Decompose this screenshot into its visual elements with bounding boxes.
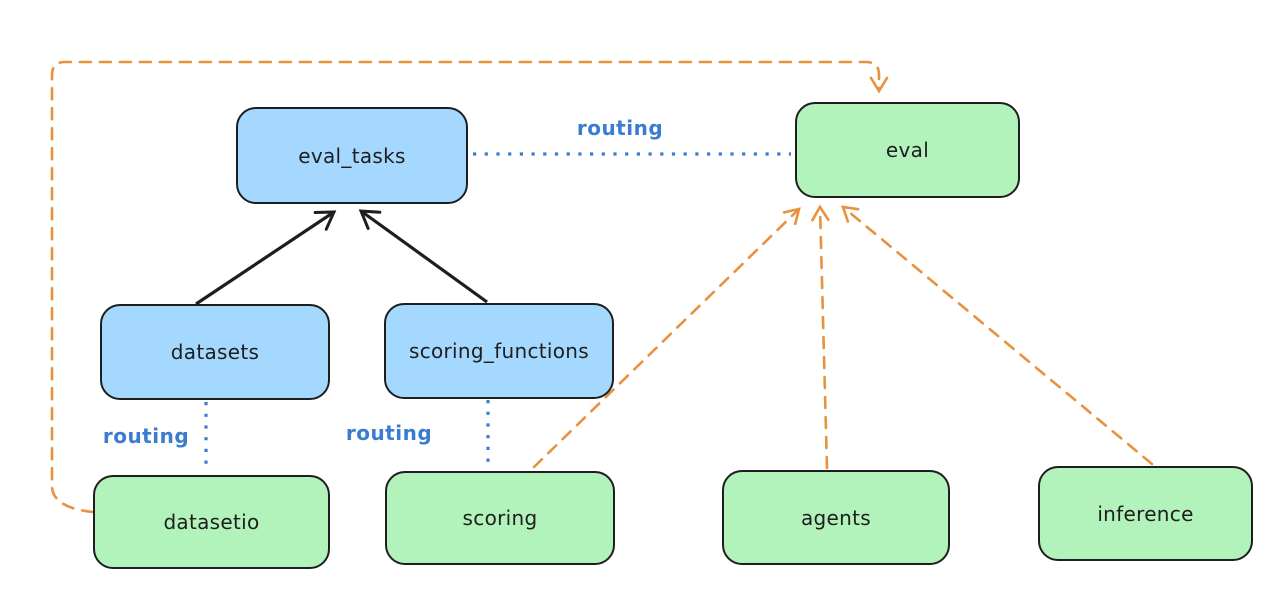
edge-datasets-to-eval-tasks [195,210,337,306]
edge-agents-to-eval [811,204,830,470]
node-datasetio-label: datasetio [163,510,260,534]
edge-scoring-to-eval [532,207,801,469]
node-eval-label: eval [885,138,930,162]
node-inference: inference [1038,466,1253,561]
node-scoring-functions: scoring_functions [384,303,614,399]
edge-inference-to-eval [841,205,1154,466]
node-eval-tasks-label: eval_tasks [298,143,406,168]
node-datasets-label: datasets [170,340,260,364]
edge-scoring-functions-to-eval-tasks [358,209,488,304]
node-scoring: scoring [385,471,615,565]
node-agents: agents [722,470,950,565]
node-scoring-functions-label: scoring_functions [408,339,590,363]
node-datasetio: datasetio [93,475,330,569]
node-datasets: datasets [100,304,330,400]
edge-label-routing-eval: routing [576,116,664,140]
node-inference-label: inference [1097,501,1194,526]
edge-label-routing-scoring: routing [345,421,433,445]
node-eval-tasks: eval_tasks [236,107,468,204]
node-agents-label: agents [801,505,871,530]
edge-label-routing-datasetio: routing [102,424,190,448]
node-scoring-label: scoring [462,506,538,530]
node-eval: eval [795,102,1020,198]
